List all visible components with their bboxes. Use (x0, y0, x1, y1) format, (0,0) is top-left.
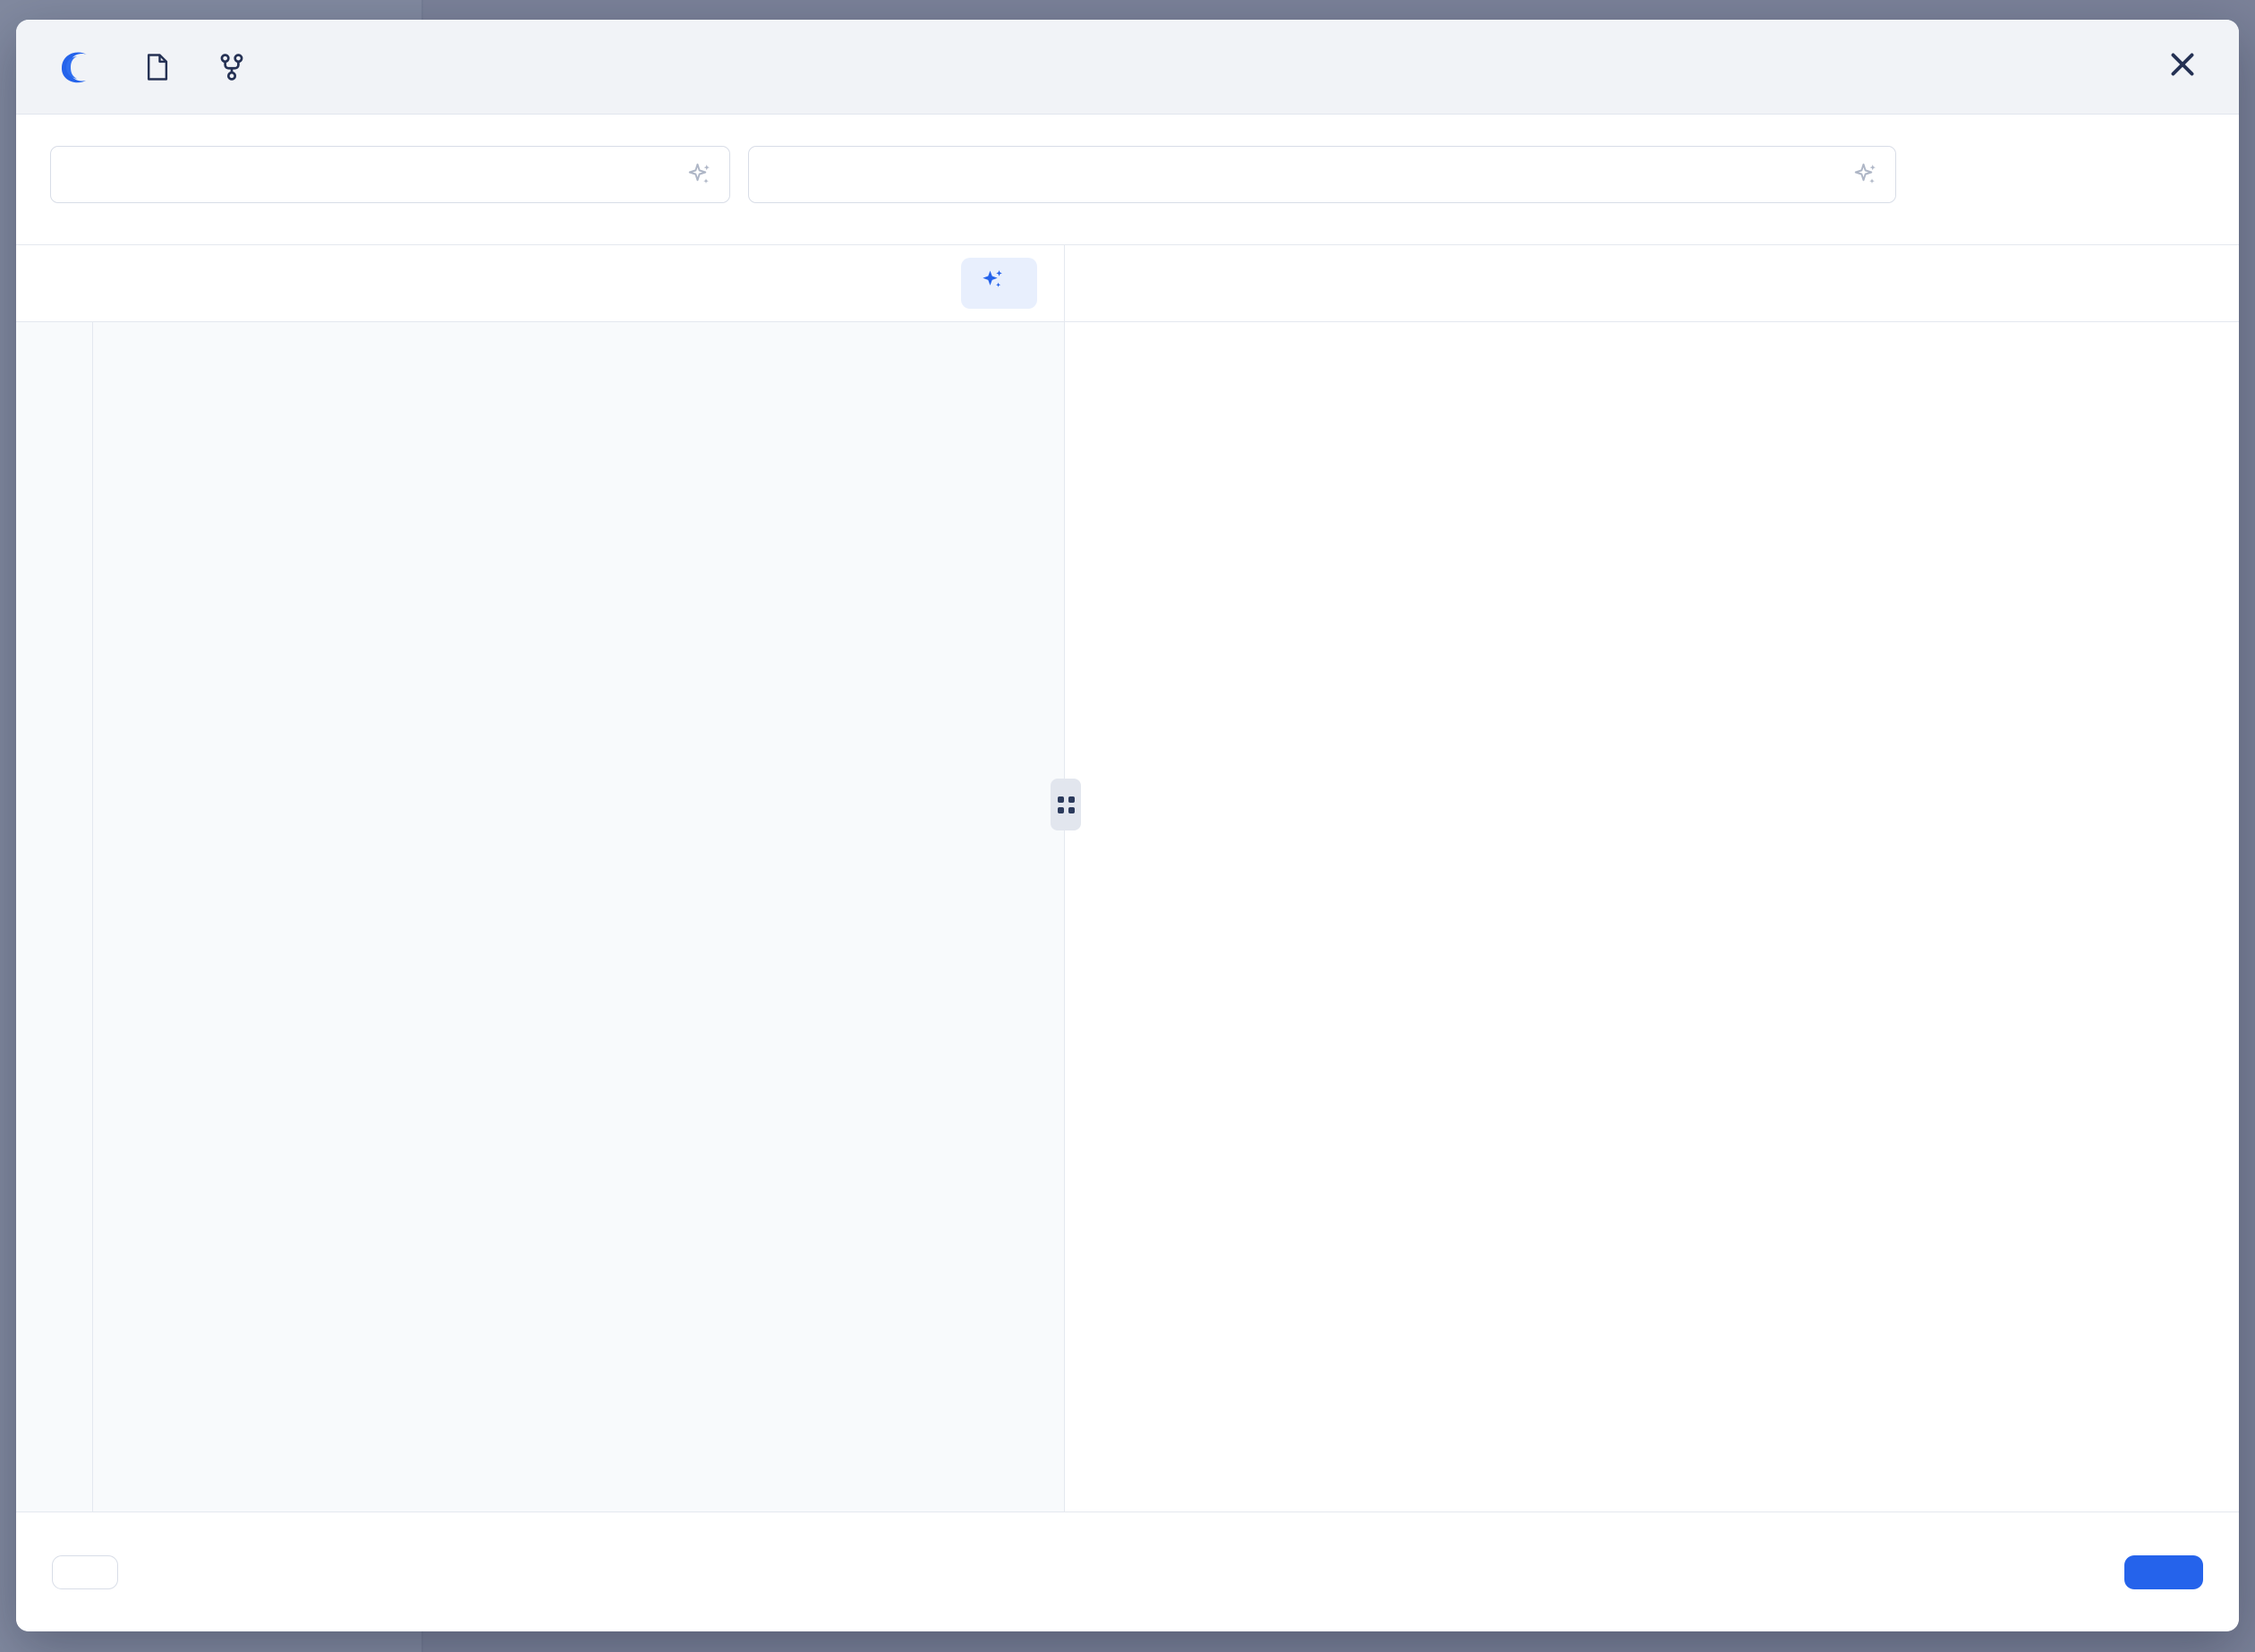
editor-gutter (16, 322, 93, 1511)
capable-ai-button[interactable] (961, 258, 1037, 309)
modal-header (16, 20, 2239, 115)
pane-resize-handle[interactable] (1051, 779, 1081, 830)
edit-pane-header (16, 245, 1064, 322)
code-editor[interactable] (16, 322, 1064, 1511)
git-fork-icon (218, 53, 245, 81)
title-input[interactable] (51, 147, 729, 202)
breadcrumb-item-capable[interactable] (50, 44, 108, 90)
backdrop-topbar (0, 0, 2255, 20)
insert-button[interactable] (2124, 1554, 2203, 1589)
description-ai-sparkle-icon[interactable] (1852, 161, 1879, 188)
diagram-template-modal (16, 20, 2239, 1631)
metadata-fields-row (16, 115, 2239, 245)
title-input-wrapper[interactable] (50, 146, 730, 203)
breadcrumb (50, 44, 2157, 90)
preview-pane-header (1065, 245, 2239, 322)
close-button[interactable] (2157, 41, 2208, 93)
back-button[interactable] (52, 1554, 118, 1589)
description-input[interactable] (749, 147, 1895, 202)
modal-footer (16, 1511, 2239, 1631)
close-icon (2166, 48, 2199, 85)
description-field-group (748, 134, 1896, 203)
breadcrumb-item-byline-testing-page[interactable] (144, 53, 183, 81)
editor-preview-split (16, 245, 2239, 1511)
document-icon (144, 53, 171, 81)
sparkle-icon (981, 268, 1006, 299)
edit-pane (16, 245, 1065, 1511)
title-ai-sparkle-icon[interactable] (686, 161, 713, 188)
preview-pane (1065, 245, 2239, 1511)
flowchart-diagram (1065, 322, 2237, 1511)
description-input-wrapper[interactable] (748, 146, 1896, 203)
editor-code-lines[interactable] (93, 322, 1064, 1511)
capable-logo-icon (50, 44, 97, 90)
title-field-group (50, 134, 730, 203)
breadcrumb-item-diagrams[interactable] (218, 53, 257, 81)
diagram-preview-canvas[interactable] (1065, 322, 2239, 1511)
grip-dots-icon (1057, 796, 1075, 813)
